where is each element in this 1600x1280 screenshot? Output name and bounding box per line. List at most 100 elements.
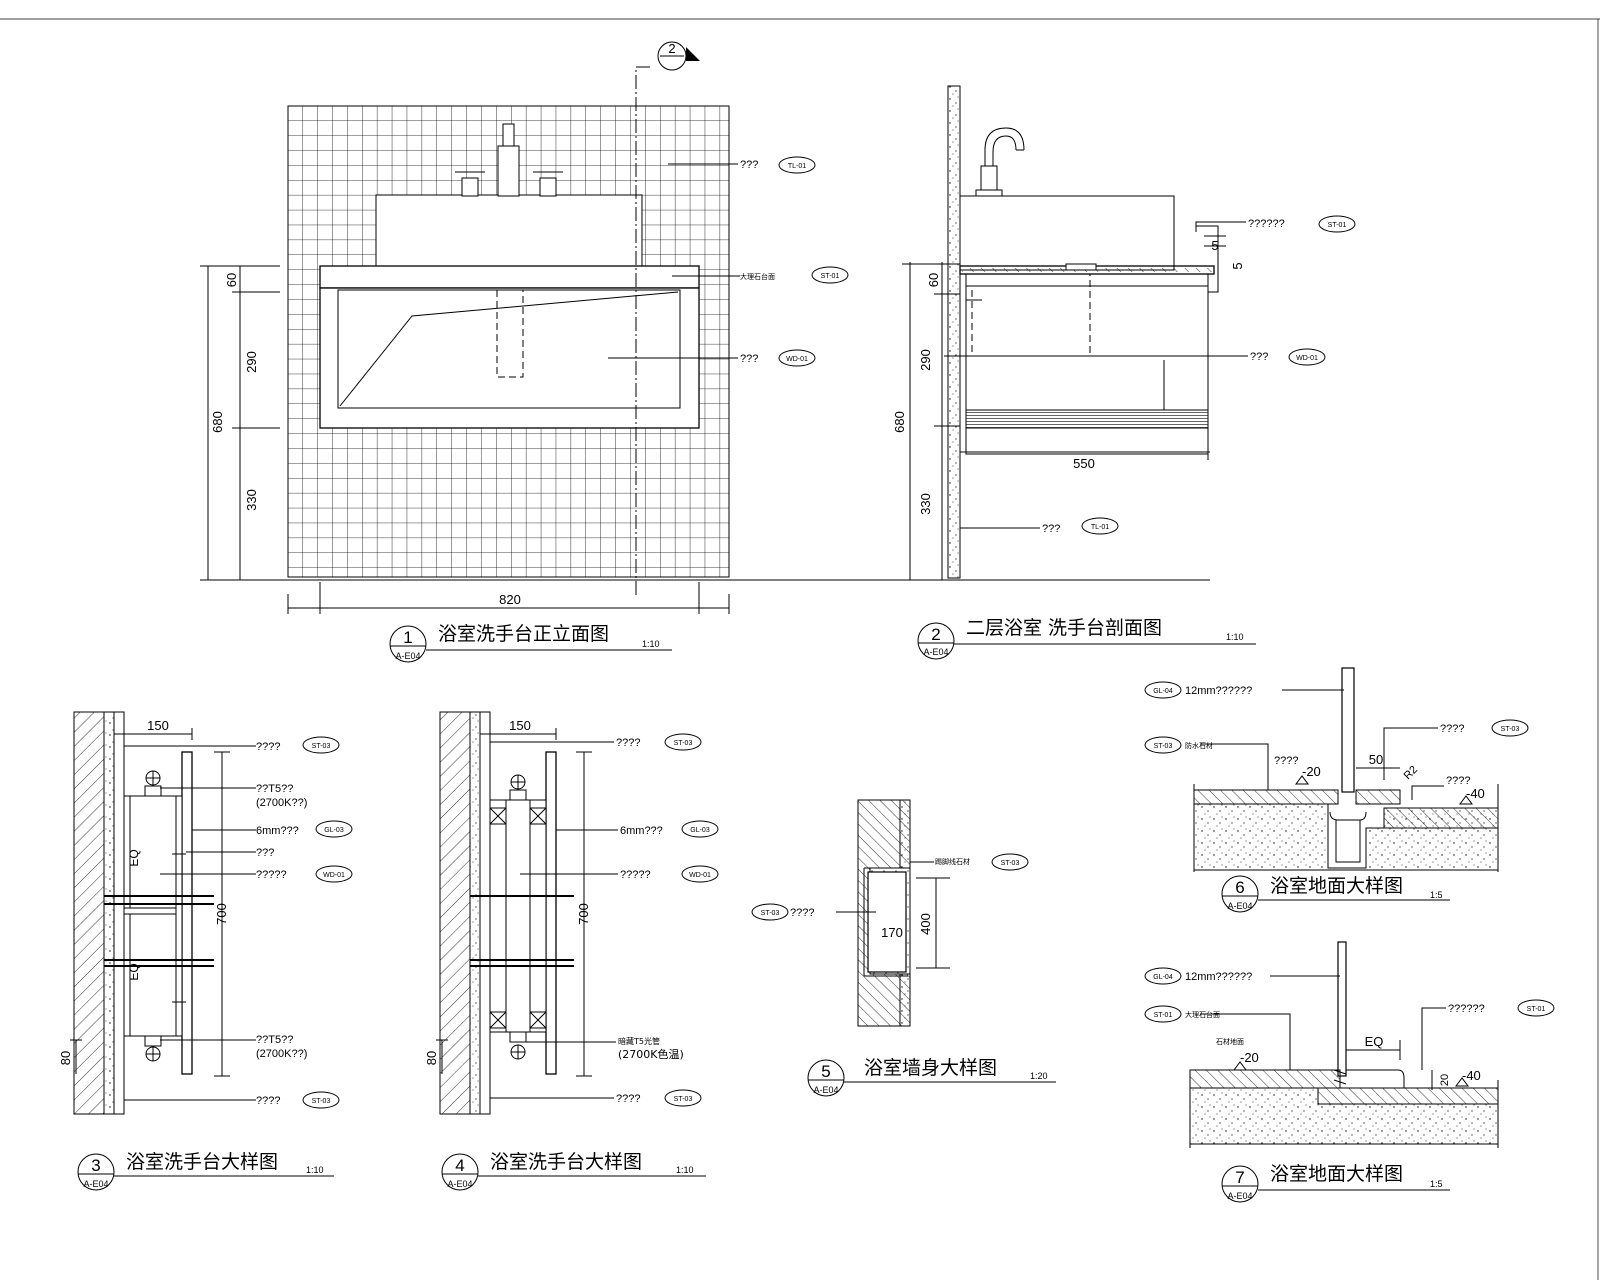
cabinet-body (123, 795, 183, 1037)
tag-GL-04: GL-04 (1144, 681, 1182, 699)
note-glass-12mm: 12mm?????? (1185, 971, 1252, 983)
tag-ST-03: ST-03 (1144, 736, 1182, 754)
dim-400: 400 (918, 913, 933, 935)
svg-text:ST-01: ST-01 (1154, 1012, 1173, 1019)
svg-text:WD-01: WD-01 (323, 872, 345, 879)
drawing-4-vanity-detail: 150 700 80 ???? 6mm??? ????? 暗藏T5光管 (270… (424, 711, 719, 1191)
stone-cladding (479, 711, 491, 1115)
note-glass: 6mm??? (256, 825, 299, 837)
drawing-2-section: 5 5 60 290 680 330 550 ?????? ??? ??? ST… (892, 85, 1356, 660)
note-glass-12mm: 12mm?????? (1185, 685, 1252, 697)
level-minus-20: -20 (1240, 1050, 1259, 1065)
tag-WD-01: WD-01 (778, 349, 816, 367)
floor-stone-mid (1355, 789, 1401, 805)
glass-partition (1341, 667, 1355, 793)
drawing-number: 6 (1235, 878, 1244, 897)
svg-text:ST-03: ST-03 (312, 743, 331, 750)
dim-700: 700 (214, 903, 229, 925)
light-fixture-icon (144, 770, 162, 797)
dim-150: 150 (509, 718, 531, 733)
note-wood: ????? (620, 869, 651, 881)
note-tile: ??? (740, 159, 758, 171)
note-stone: ???? (616, 737, 640, 749)
svg-text:ST-01: ST-01 (1328, 222, 1347, 229)
drawing-scale: 1:5 (1430, 890, 1443, 900)
stone-cladding (113, 711, 125, 1115)
dim-EQ-1: EQ (127, 849, 141, 866)
glass-panel (181, 751, 193, 1075)
note-stone-floor: 石材地面 (1216, 1037, 1244, 1046)
glass-panel (545, 751, 557, 1075)
svg-text:ST-03: ST-03 (1154, 743, 1173, 750)
tag-WD-01: WD-01 (315, 865, 353, 883)
tag-ST-03: ST-03 (664, 1089, 702, 1107)
svg-text:GL-04: GL-04 (1153, 974, 1173, 981)
dim-290: 290 (918, 349, 933, 371)
note-stone: ???? (256, 741, 280, 753)
note-marble: 大理石台面 (1185, 1010, 1220, 1019)
light-fixture-icon (509, 1031, 527, 1060)
dim-680: 680 (210, 411, 225, 433)
svg-text:ST-03: ST-03 (674, 740, 693, 747)
drawing-number: 5 (821, 1062, 830, 1081)
tag-ST-03: ST-03 (302, 736, 340, 754)
note-hidden-light: 暗藏T5光管 (618, 1036, 660, 1046)
drawing-ref: A-E04 (1227, 901, 1252, 911)
title-block-1: 1 A-E04 浴室洗手台正立面图 1:10 (389, 623, 672, 663)
svg-text:ST-03: ST-03 (674, 1096, 693, 1103)
svg-text:GL-04: GL-04 (1153, 688, 1173, 695)
note-threshold: ???? (1440, 723, 1464, 735)
tag-ST-01: ST-01 (1318, 215, 1356, 233)
drawing-7-floor-detail: EQ 20 -20 -40 12mm?????? ?????? 大理石台面 石材… (1144, 941, 1555, 1203)
note-glass: 6mm??? (620, 825, 663, 837)
drawing-number: 1 (403, 628, 412, 647)
dim-80: 80 (58, 1051, 73, 1065)
note-counter: ?????? (1248, 218, 1285, 230)
tag-WD-01: WD-01 (1288, 348, 1326, 366)
drawing-scale: 1:10 (306, 1165, 324, 1175)
drawing-number: 4 (455, 1156, 464, 1175)
dim-700: 700 (576, 903, 591, 925)
svg-text:GL-03: GL-03 (324, 827, 344, 834)
drawing-title: 浴室洗手台大样图 (490, 1151, 642, 1173)
note-wood: ??? (740, 353, 758, 365)
drawing-ref: A-E04 (395, 651, 420, 661)
drawing-number: 7 (1235, 1168, 1244, 1187)
note-skirting: 踢脚线石材 (935, 857, 970, 866)
note-floor-right: ???? (1446, 775, 1470, 787)
drawing-number: 2 (931, 625, 940, 644)
level-minus-20: -20 (1302, 764, 1321, 779)
svg-text:ST-03: ST-03 (1001, 860, 1020, 867)
dim-5-top: 5 (1211, 238, 1218, 253)
basin (959, 195, 1175, 271)
dim-EQ: EQ (1365, 1034, 1384, 1049)
light-fixture-icon (144, 1035, 162, 1062)
drawing-title: 浴室洗手台正立面图 (438, 623, 609, 645)
render-layer (469, 711, 481, 1115)
title-block-4: 4 A-E04 浴室洗手台大样图 1:10 (441, 1151, 706, 1191)
tag-ST-01: ST-01 (1144, 1005, 1182, 1023)
drawing-3-vanity-detail: 150 EQ EQ 700 80 ???? ??T5?? (2700K??) 6… (58, 711, 353, 1191)
tag-GL-04: GL-04 (1144, 967, 1182, 985)
tag-ST-01: ST-01 (1517, 999, 1555, 1017)
drawing-scale: 1:10 (642, 639, 660, 649)
drawing-scale: 1:20 (1030, 1071, 1048, 1081)
dim-330: 330 (244, 489, 259, 511)
tag-GL-03: GL-03 (315, 820, 353, 838)
dim-550: 550 (1073, 456, 1095, 471)
drawing-number: 3 (91, 1156, 100, 1175)
note-stone-bottom: ???? (256, 1095, 280, 1107)
drawer-front (965, 409, 1209, 429)
tag-ST-03: ST-03 (302, 1091, 340, 1109)
tag-ST-03: ST-03 (1491, 719, 1529, 737)
dim-330: 330 (918, 493, 933, 515)
hidden-drain (496, 290, 524, 378)
dim-680: 680 (892, 411, 907, 433)
drawing-ref: A-E04 (447, 1179, 472, 1189)
floor-stone-left (1189, 1069, 1341, 1089)
drawing-title: 浴室洗手台大样图 (126, 1151, 278, 1173)
dim-290: 290 (244, 351, 259, 373)
svg-text:WD-01: WD-01 (1296, 355, 1318, 362)
tag-ST-03: ST-03 (664, 733, 702, 751)
